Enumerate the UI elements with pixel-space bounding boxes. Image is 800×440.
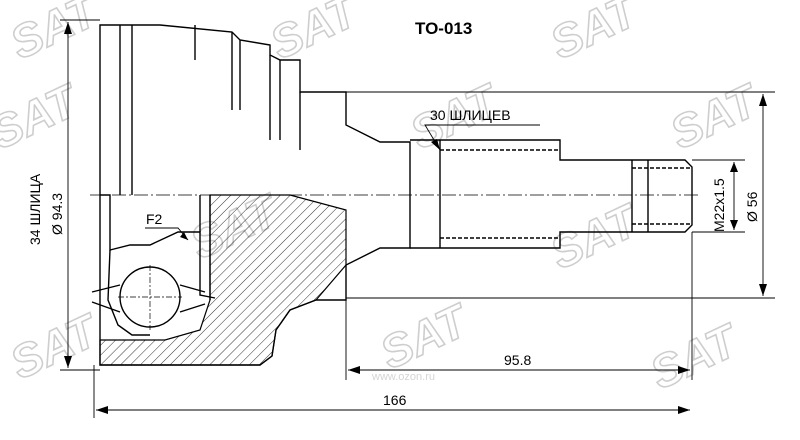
watermark-layer: SAT SAT SAT SAT SAT SAT SAT SAT SAT SAT …	[0, 0, 769, 400]
inner-splines-label: 30 ШЛИЦЕВ	[430, 107, 511, 123]
total-length-label: 166	[383, 392, 407, 408]
shaft-length-label: 95.8	[504, 352, 531, 368]
ball-bearing	[91, 265, 206, 330]
hatched-section	[99, 194, 347, 366]
watermark-logo: SAT	[2, 303, 108, 389]
outer-splines-label: 34 ШЛИЦА	[27, 173, 43, 245]
watermark-site: www.ozon.ru	[371, 371, 435, 383]
seal-diameter-label: Ø 56	[744, 191, 760, 222]
stub-shaft	[410, 139, 693, 249]
part-code: TO-013	[415, 19, 472, 38]
watermark-logo: SAT	[372, 293, 478, 379]
dimension-lines	[60, 19, 775, 418]
feature-label: F2	[146, 211, 163, 227]
thread-label: M22x1.5	[711, 178, 727, 232]
outer-diameter-label: Ø 94.3	[49, 193, 65, 235]
watermark-logo: SAT	[662, 73, 768, 159]
watermark-logo: SAT	[542, 0, 648, 69]
watermark-logo: SAT	[0, 73, 88, 159]
watermark-logo: SAT	[642, 313, 748, 399]
arrowheads	[64, 22, 767, 414]
watermark-logo: SAT	[2, 0, 108, 69]
